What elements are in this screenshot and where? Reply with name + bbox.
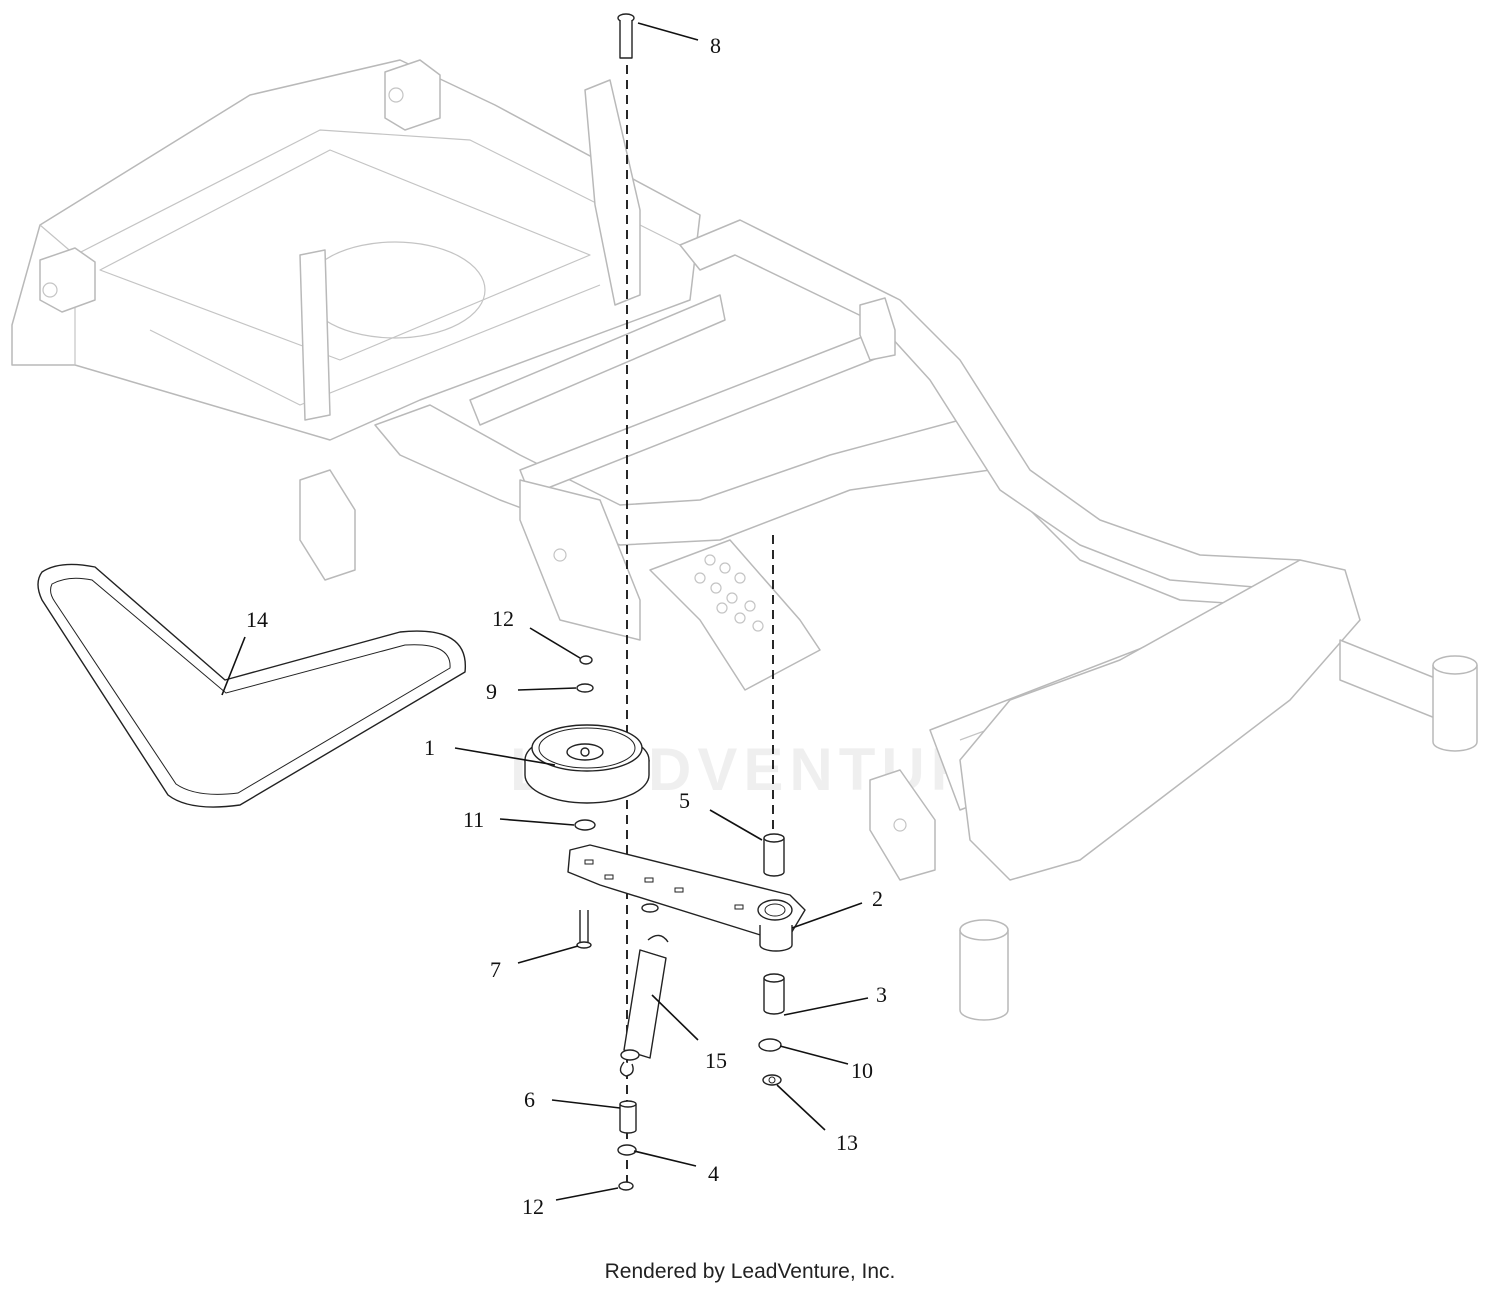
part-12-e-ring-upper [579,655,593,665]
part-9-washer [576,683,594,693]
part-5-bushing [763,833,785,877]
callout-4: 4 [708,1161,719,1186]
callout-12-lower: 12 [522,1194,544,1219]
mower-frame [11,59,1478,1021]
part-3-bushing [763,973,785,1015]
part-6-spacer [619,1100,637,1134]
callout-10: 10 [851,1058,873,1083]
callout-6: 6 [524,1087,535,1112]
callout-8: 8 [710,33,721,58]
callout-1: 1 [424,735,435,760]
part-8-clevis-pin [617,13,635,59]
callout-5: 5 [679,788,690,813]
part-10-washer [758,1038,782,1052]
part-13-nut [762,1074,782,1086]
callout-7: 7 [490,957,501,982]
part-11-spacer [574,819,596,831]
callout-3: 3 [876,982,887,1007]
callout-9: 9 [486,679,497,704]
callout-12-upper: 12 [492,606,514,631]
callout-2: 2 [872,886,883,911]
part-4-washer [617,1144,637,1156]
part-14-belt [37,563,466,808]
footer-credit: Rendered by LeadVenture, Inc. [604,1260,896,1283]
part-7-pin [576,910,592,949]
leader-lines [221,22,869,1201]
callout-11: 11 [463,807,484,832]
callout-15: 15 [705,1048,727,1073]
part-12-e-ring-lower [618,1181,634,1191]
part-2-idler-arm [567,844,806,952]
part-1-idler-pulley [524,724,650,804]
callout-13: 13 [836,1130,858,1155]
callout-14: 14 [246,607,268,632]
part-15-spring [619,934,669,1077]
